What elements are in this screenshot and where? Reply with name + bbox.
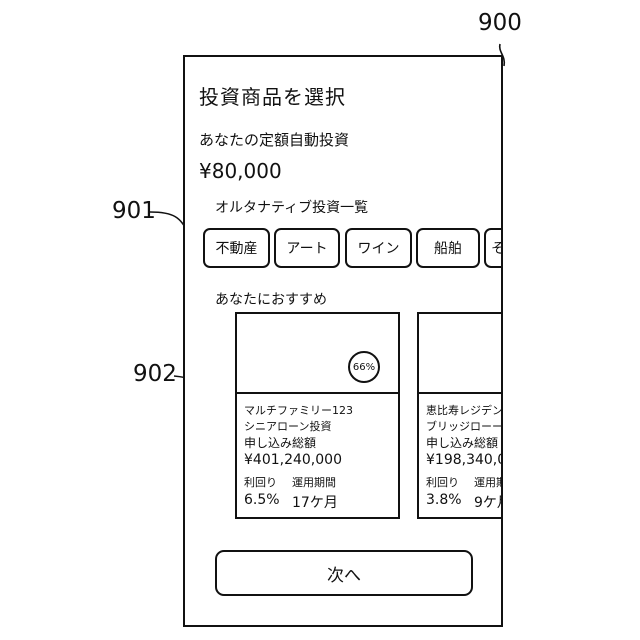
category-chip-wine[interactable]: ワイン <box>345 228 412 268</box>
fixed-investment-amount: ¥80,000 <box>199 159 282 183</box>
category-chip-real-estate[interactable]: 不動産 <box>203 228 270 268</box>
card-period-value: 9ケ月 <box>474 492 503 512</box>
card-yield-label: 利回り <box>244 474 277 490</box>
card-name-line1: マルチファミリー123 <box>244 402 353 418</box>
investment-card[interactable]: 66% マルチファミリー123 シニアローン投資 申し込み総額 ¥401,240… <box>235 312 400 519</box>
card-period-label: 運用期 <box>474 474 503 490</box>
card-period-label: 運用期間 <box>292 474 336 490</box>
phone-screen: 投資商品を選択 あなたの定額自動投資 ¥80,000 オルタナティブ投資一覧 不… <box>183 55 503 627</box>
ref-numeral-900: 900 <box>478 10 522 36</box>
card-yield-value: 6.5% <box>244 492 280 508</box>
card-yield-value: 3.8% <box>426 492 462 508</box>
category-chip-more[interactable]: そ <box>484 228 503 268</box>
card-name-line2: シニアローン投資 <box>244 418 331 434</box>
progress-badge: 66% <box>348 351 380 383</box>
next-button[interactable]: 次へ <box>215 550 473 596</box>
fixed-investment-label: あなたの定額自動投資 <box>199 129 349 150</box>
card-period-value: 17ケ月 <box>292 492 338 512</box>
card-total-value: ¥198,340,0 <box>426 452 503 468</box>
category-chip-ship[interactable]: 船舶 <box>416 228 480 268</box>
ref-numeral-901: 901 <box>112 198 156 224</box>
page-title: 投資商品を選択 <box>199 81 346 110</box>
card-name-line2: ブリッジローー投 <box>426 418 503 434</box>
recommendations-heading: あなたにおすすめ <box>215 289 327 309</box>
alternative-investments-heading: オルタナティブ投資一覧 <box>215 197 368 217</box>
card-image-area <box>419 314 503 394</box>
category-chip-art[interactable]: アート <box>274 228 340 268</box>
ref-numeral-902: 902 <box>133 361 177 387</box>
card-yield-label: 利回り <box>426 474 459 490</box>
card-total-label: 申し込み総額 <box>244 434 316 451</box>
card-image-area: 66% <box>237 314 398 394</box>
card-name-line1: 恵比寿レジデン <box>426 402 503 418</box>
investment-card[interactable]: 恵比寿レジデン ブリッジローー投 申し込み総額 ¥198,340,0 利回り 運… <box>417 312 503 519</box>
card-total-label: 申し込み総額 <box>426 434 498 451</box>
card-total-value: ¥401,240,000 <box>244 452 342 468</box>
